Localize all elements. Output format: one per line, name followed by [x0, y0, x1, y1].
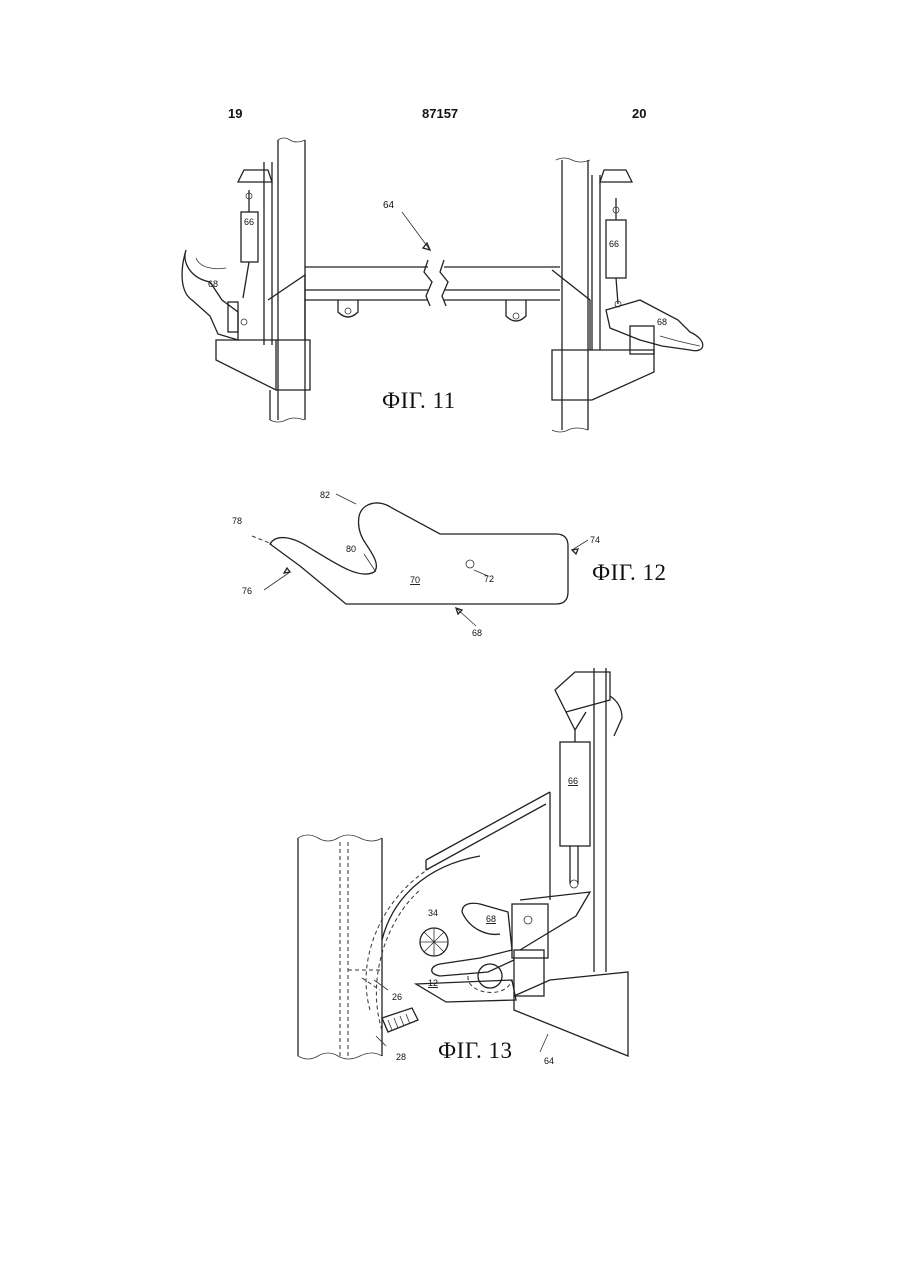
label-12: 12 — [428, 978, 438, 988]
label-66-fig13: 66 — [568, 776, 578, 786]
label-64-fig13: 64 — [544, 1056, 554, 1066]
label-26: 26 — [392, 992, 402, 1002]
label-74: 74 — [590, 535, 600, 545]
figure-12-drawing — [252, 494, 588, 626]
figure-12-caption: ФІГ. 12 — [592, 560, 667, 586]
figure-13-drawing — [298, 668, 628, 1059]
label-72: 72 — [484, 574, 494, 584]
label-78: 78 — [232, 516, 242, 526]
label-28: 28 — [396, 1052, 406, 1062]
label-34: 34 — [428, 908, 438, 918]
label-68-fig11-right: 68 — [657, 317, 667, 327]
label-68-fig11-left: 68 — [208, 279, 218, 289]
label-66-fig11-right: 66 — [609, 239, 619, 249]
label-68-fig13: 68 — [486, 914, 496, 924]
label-82: 82 — [320, 490, 330, 500]
figure-11-caption: ФІГ. 11 — [382, 388, 456, 414]
label-66-fig11-left: 66 — [244, 217, 254, 227]
label-70: 70 — [410, 575, 420, 585]
label-64-fig11: 64 — [383, 200, 395, 211]
label-68-fig12: 68 — [472, 628, 482, 638]
figure-13-caption: ФІГ. 13 — [438, 1038, 513, 1064]
label-76: 76 — [242, 586, 252, 596]
label-80: 80 — [346, 544, 356, 554]
